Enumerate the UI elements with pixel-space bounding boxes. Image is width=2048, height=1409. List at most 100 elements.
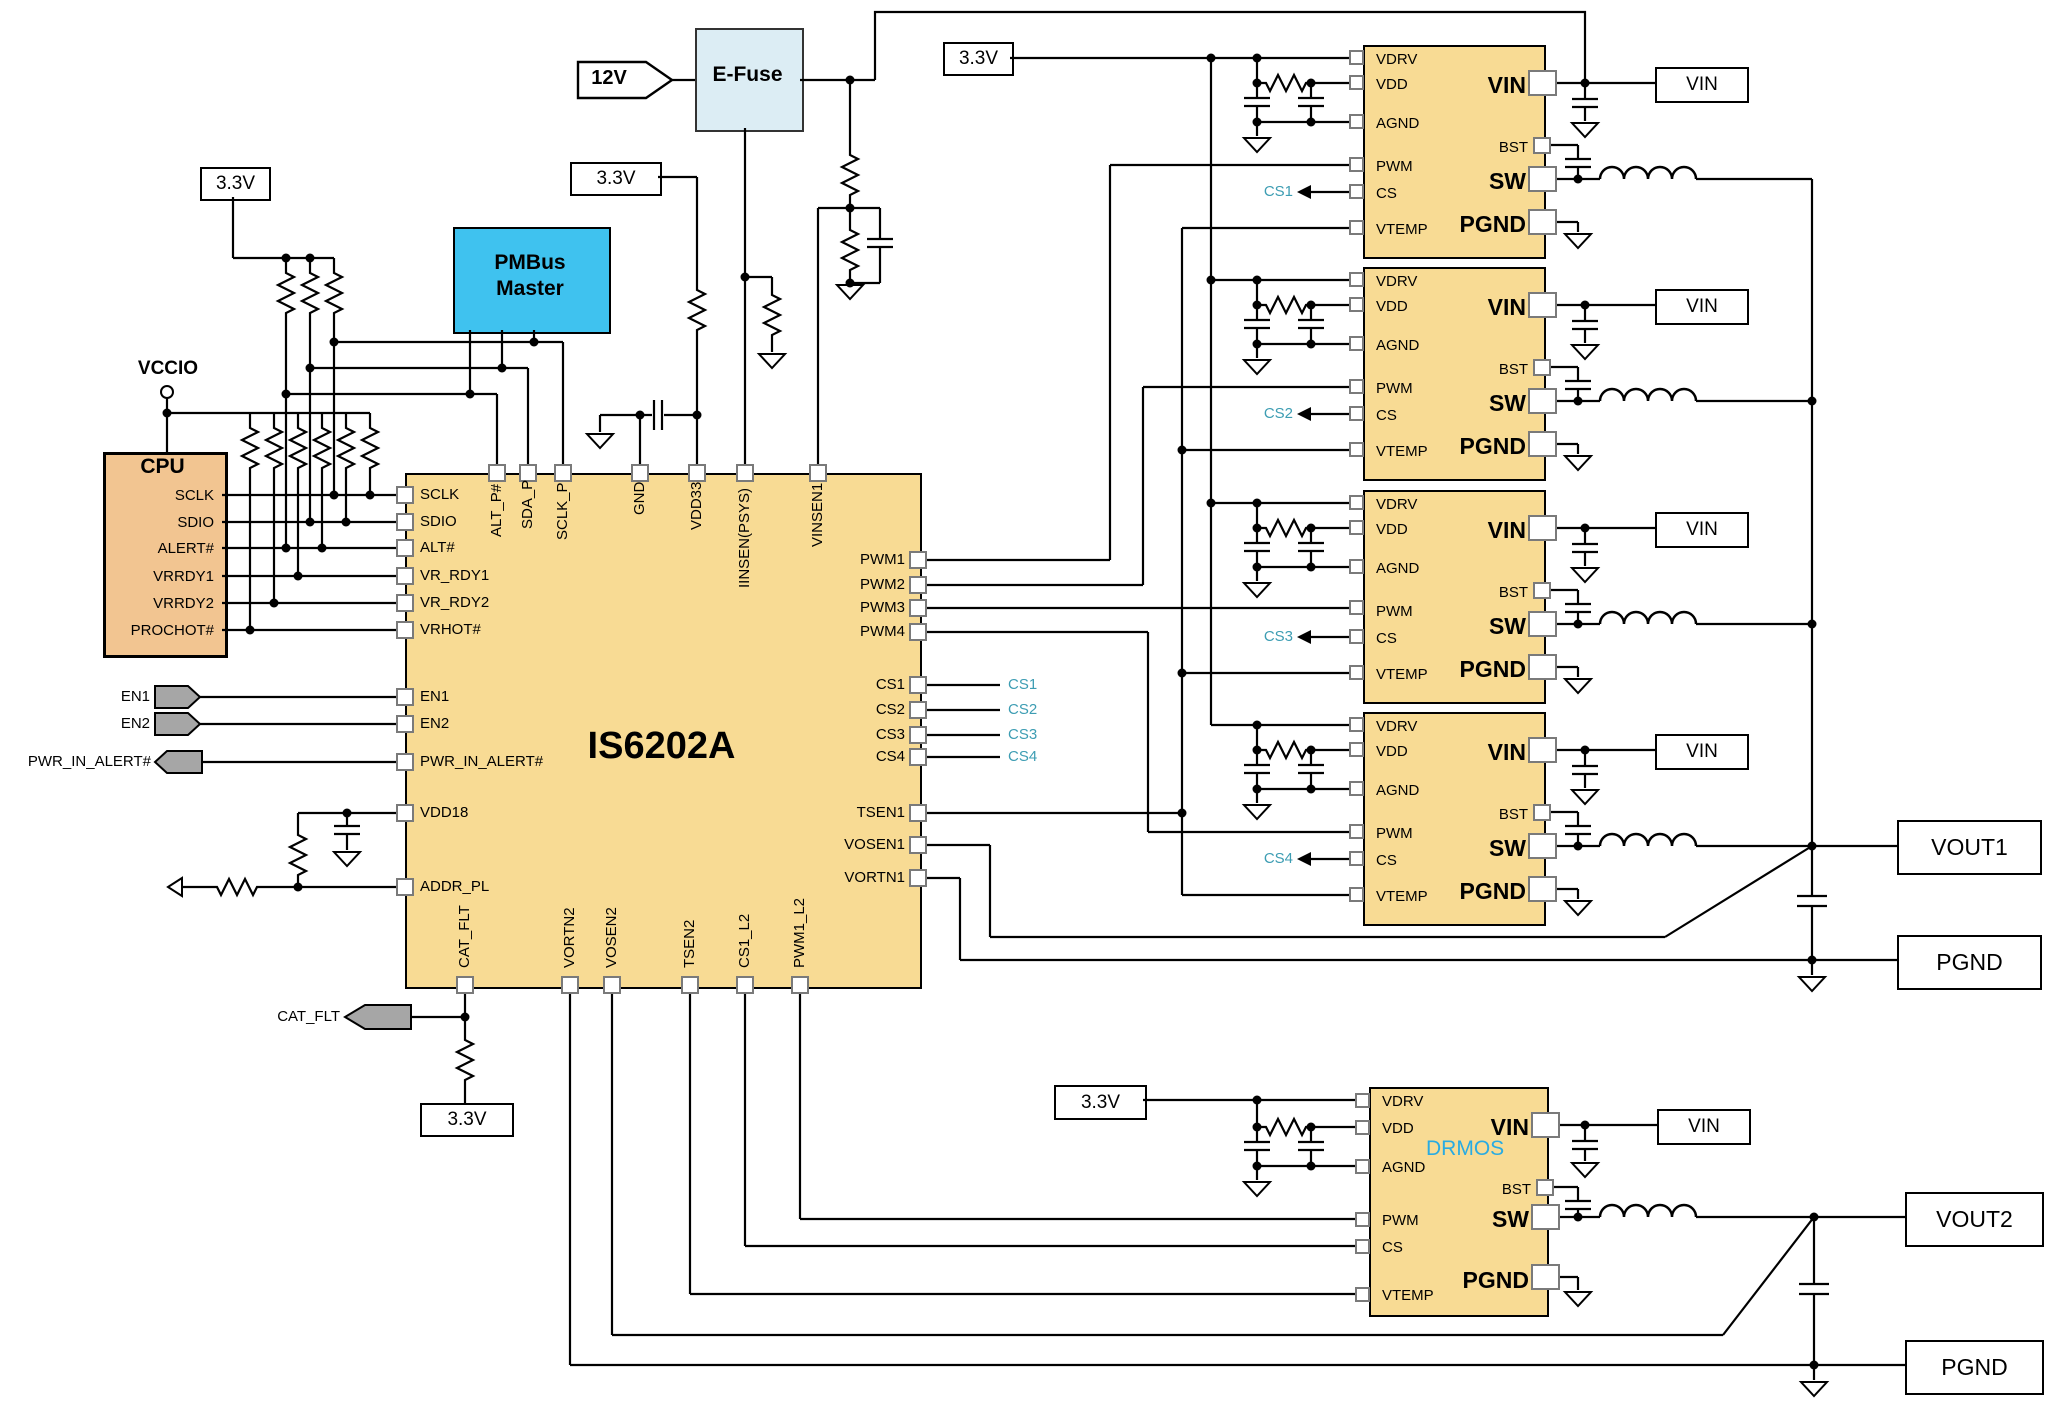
pin-label: CS <box>1376 185 1397 202</box>
pwr-in-alert-arrow <box>153 750 203 774</box>
ic-pin-label: SCLK_P <box>554 482 571 540</box>
main-ic-name: IS6202A <box>587 725 736 767</box>
cs-net-label: CS2 <box>1263 405 1293 422</box>
cs1-arrowhead <box>1297 185 1311 199</box>
cs-net-label: CS1 <box>1263 183 1293 200</box>
net-vin-1: VIN <box>1655 67 1749 103</box>
pin-label: CS <box>1382 1239 1403 1256</box>
net-vin-4: VIN <box>1655 734 1749 770</box>
pin-label: VDRV <box>1376 273 1418 290</box>
ic-pin-label: CS4 <box>875 748 905 765</box>
pin-label: CS <box>1376 852 1397 869</box>
ic-pin-label: PWM4 <box>860 623 905 640</box>
cs-net-label: CS2 <box>1008 701 1038 718</box>
cpu-pin-label: ALERT# <box>157 540 214 557</box>
pin-label: VTEMP <box>1382 1287 1434 1304</box>
pin-label: PWM <box>1376 158 1413 175</box>
pin-label: PGND <box>1459 433 1526 459</box>
cpu-pin-label: SCLK <box>174 487 214 504</box>
cpu-pin-label: VRRDY2 <box>153 595 214 612</box>
pin-label: VTEMP <box>1376 443 1428 460</box>
ic-pin-label: ALT# <box>420 539 455 556</box>
cs-net-label: CS3 <box>1263 628 1293 645</box>
pin-label: VDD <box>1382 1120 1414 1137</box>
pin-label: VIN <box>1487 294 1526 320</box>
net-vin-2: VIN <box>1655 289 1749 325</box>
input-12v-label: 12V <box>591 67 627 89</box>
cs2-arrowhead <box>1297 407 1311 421</box>
drmos-block-5: VDRV VDD AGND PWM CS VTEMP VIN BST SW PG… <box>1369 1087 1549 1317</box>
pin-label: AGND <box>1376 115 1420 132</box>
ic-pin-label: TSEN1 <box>856 804 905 821</box>
ic-pin-label: VR_RDY1 <box>420 567 490 584</box>
pin-label: PGND <box>1462 1267 1529 1293</box>
pin-label: PGND <box>1459 656 1526 682</box>
pin-label: SW <box>1491 1206 1529 1232</box>
pin-label: SW <box>1488 613 1526 639</box>
ic-pin-label: VDD33 <box>688 481 705 530</box>
pin-label: VDRV <box>1376 51 1418 68</box>
vccio-terminal <box>160 385 174 399</box>
cs-net-label: CS4 <box>1008 748 1038 765</box>
en2-arrow <box>154 712 202 736</box>
pin-label: AGND <box>1382 1159 1426 1176</box>
cs3-arrowhead <box>1297 630 1311 644</box>
pin-label: PWM <box>1382 1212 1419 1229</box>
ic-pin-label: PWM1 <box>860 551 905 568</box>
ic-pin-label: SCLK <box>420 486 460 503</box>
net-vout1: VOUT1 <box>1897 820 2042 875</box>
pin-label: VDRV <box>1376 718 1418 735</box>
pin-label: VIN <box>1487 517 1526 543</box>
ic-pin-label: VDD18 <box>420 804 469 821</box>
en2-label: EN2 <box>120 715 150 732</box>
ic-pin-label: CS2 <box>875 701 905 718</box>
drmos-type-label: DRMOS <box>1426 1137 1505 1160</box>
ic-pin-label: PWM3 <box>860 599 905 616</box>
en1-label: EN1 <box>120 688 150 705</box>
ic-pin-label: PWR_IN_ALERT# <box>420 753 544 770</box>
net-pgnd-1: PGND <box>1897 935 2042 990</box>
ic-pin-label: VR_RDY2 <box>420 594 490 611</box>
ic-pin-label: VINSEN1 <box>809 482 826 547</box>
vccio-label: VCCIO <box>137 358 199 379</box>
ic-pin-label: CS3 <box>875 726 905 743</box>
net-vin-5: VIN <box>1657 1109 1751 1145</box>
pin-label: VDD <box>1376 743 1408 760</box>
pin-label: BST <box>1498 139 1528 156</box>
pin-label: VDD <box>1376 521 1408 538</box>
pin-label: VTEMP <box>1376 666 1428 683</box>
drmos-block-1: VDRV VDD AGND PWM CS VTEMP VIN BST SW PG… <box>1363 45 1546 259</box>
pin-label: CS <box>1376 407 1397 424</box>
ic-pin-label: SDA_P <box>519 479 536 529</box>
pin-label: AGND <box>1376 782 1420 799</box>
ic-pin-label: IINSEN(PSYS) <box>736 487 753 588</box>
ic-pin-label: CS1 <box>875 676 905 693</box>
cat-flt-label: CAT_FLT <box>277 1008 340 1025</box>
ic-pin-label: VOSEN2 <box>603 907 620 968</box>
ic-pin-label: EN2 <box>420 715 450 732</box>
cpu-pin-label: SDIO <box>177 514 214 531</box>
cpu-name: CPU <box>140 455 185 478</box>
ic-pin-label: GND <box>631 481 648 515</box>
cpu-pin-label: PROCHOT# <box>130 622 214 639</box>
en1-arrow <box>154 685 202 709</box>
drmos-block-3: VDRV VDD AGND PWM CS VTEMP VIN BST SW PG… <box>1363 490 1546 704</box>
pin-label: SW <box>1488 168 1526 194</box>
ic-pin-label: ADDR_PL <box>420 878 490 895</box>
drmos-block-2: VDRV VDD AGND PWM CS VTEMP VIN BST SW PG… <box>1363 267 1546 481</box>
net-pgnd-2: PGND <box>1905 1340 2044 1395</box>
pin-label: VIN <box>1487 739 1526 765</box>
pin-label: PWM <box>1376 603 1413 620</box>
pin-label: CS <box>1376 630 1397 647</box>
rail-3v3-catflt: 3.3V <box>420 1103 514 1137</box>
pin-label: VIN <box>1487 72 1526 98</box>
pin-label: VDRV <box>1382 1093 1424 1110</box>
net-vout2: VOUT2 <box>1905 1192 2044 1247</box>
cs-net-label: CS1 <box>1008 676 1038 693</box>
pin-label: BST <box>1498 584 1528 601</box>
ic-pin-label: VORTN1 <box>844 869 905 886</box>
pin-label: VTEMP <box>1376 888 1428 905</box>
efuse-name: E-Fuse <box>712 63 783 86</box>
addr-pl-arrow <box>166 876 183 898</box>
